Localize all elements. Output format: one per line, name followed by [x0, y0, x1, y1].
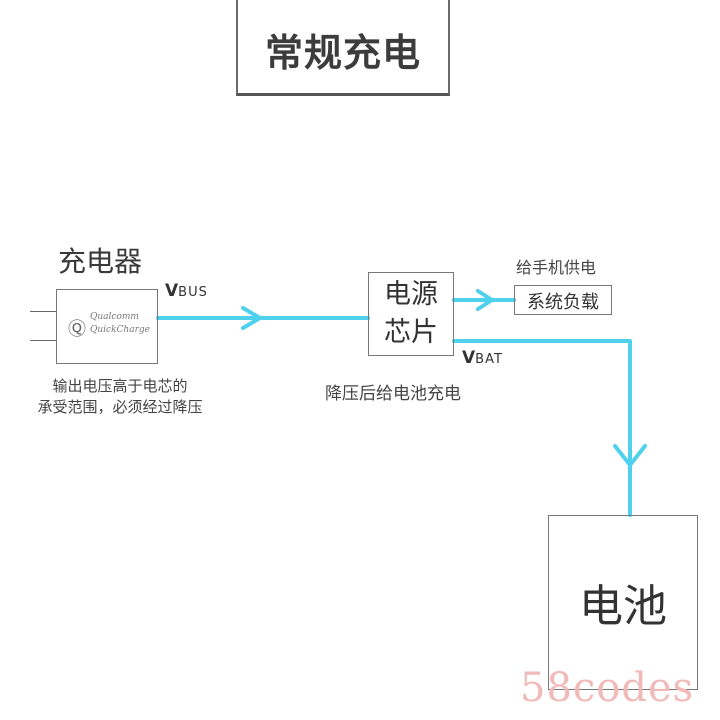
- power-chip-box: [368, 272, 454, 356]
- title-frame: [236, 0, 450, 96]
- battery-box: [548, 515, 698, 690]
- vbat-main: V: [462, 348, 476, 368]
- logo-line-1: Qualcomm: [90, 312, 139, 322]
- plug-prong-top: [30, 311, 56, 312]
- vbus-sub: BUS: [178, 285, 208, 300]
- vbus-main: V: [165, 281, 179, 301]
- charger-note-line-2: 承受范围，必须经过降压: [37, 398, 203, 416]
- vbus-label: VBUS: [165, 281, 208, 301]
- qualcomm-logo-text: Qualcomm QuickCharge: [90, 311, 150, 337]
- charger-note: 输出电压高于电芯的 承受范围，必须经过降压: [30, 376, 210, 418]
- vbat-sub: BAT: [475, 352, 503, 367]
- load-arrowhead: [476, 289, 494, 311]
- diagram-title: 常规充电: [264, 31, 421, 75]
- vbat-label: VBAT: [462, 348, 503, 368]
- charger-note-line-1: 输出电压高于电芯的: [52, 377, 188, 395]
- battery-arrowhead: [613, 444, 647, 467]
- system-load-caption: 给手机供电: [516, 258, 597, 277]
- charger-label: 充电器: [58, 245, 143, 278]
- qualcomm-logo-icon: Ⓠ: [68, 319, 86, 340]
- power-chip-label: 电源 芯片: [368, 276, 454, 352]
- vbat-wire: [452, 339, 632, 517]
- power-chip-line-1: 电源: [384, 279, 438, 310]
- logo-line-2: QuickCharge: [90, 325, 150, 335]
- system-load-box: [514, 285, 612, 315]
- power-chip-note: 降压后给电池充电: [325, 384, 461, 404]
- charger-box: [56, 289, 158, 364]
- system-load-label: 系统负载: [527, 292, 599, 313]
- power-chip-line-2: 芯片: [384, 317, 438, 348]
- battery-label: 电池: [579, 581, 667, 632]
- watermark: 58codes: [520, 665, 695, 711]
- plug-prong-bottom: [30, 340, 56, 341]
- vbus-arrowhead: [241, 306, 262, 330]
